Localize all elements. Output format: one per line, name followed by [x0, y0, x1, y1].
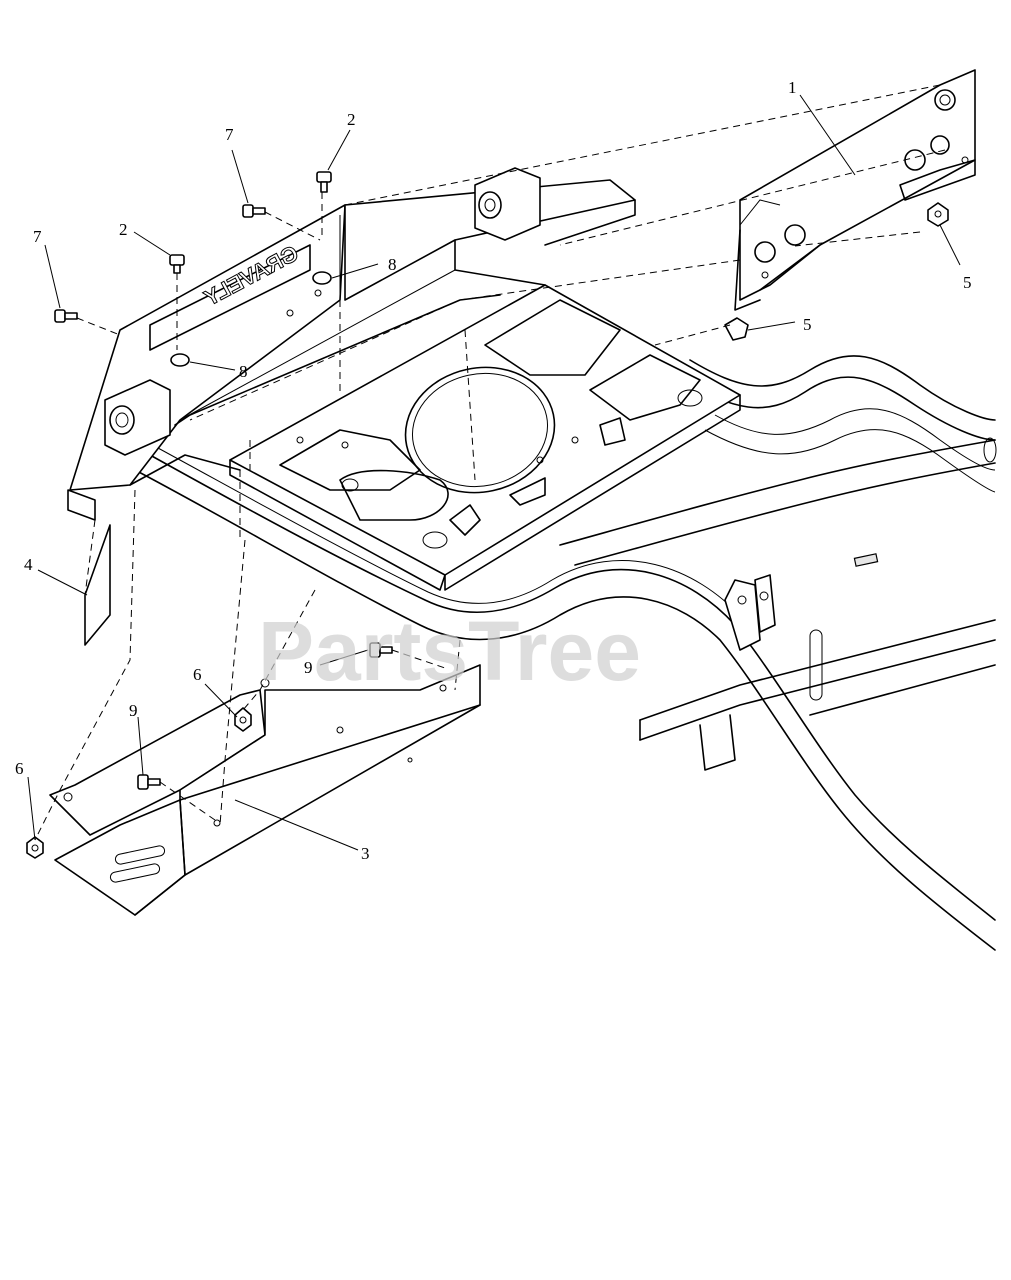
callout-4: 4	[24, 555, 33, 574]
callout-7: 7	[33, 227, 42, 246]
nut-icon	[927, 202, 949, 227]
callout-2: 2	[347, 110, 356, 129]
callout-1: 1	[788, 78, 797, 97]
front-panel: GRAVELY	[67, 167, 636, 521]
deck-plate	[229, 284, 741, 591]
bolt-icon	[316, 171, 332, 193]
callout-8: 8	[239, 362, 248, 381]
callout-6: 6	[15, 759, 24, 778]
callout-2: 2	[119, 220, 128, 239]
nut-icon	[26, 836, 44, 859]
bolt-icon	[169, 254, 185, 274]
callout-9: 9	[304, 658, 313, 677]
nut-icon	[234, 707, 252, 732]
callout-labels: 1 2 2 3 4 5 5 6 6 7 7 8 8 9 9	[15, 78, 972, 863]
side-guard-part-1	[734, 69, 976, 311]
callout-6: 6	[193, 665, 202, 684]
frame-rails	[134, 355, 997, 951]
watermark: PartsTree	[258, 604, 641, 698]
callout-9: 9	[129, 701, 138, 720]
callout-7: 7	[225, 125, 234, 144]
lower-crossmember	[639, 574, 996, 771]
lower-guard-part-3	[49, 664, 481, 916]
callout-5: 5	[963, 273, 972, 292]
plate-part-4	[84, 524, 111, 646]
callout-5: 5	[803, 315, 812, 334]
bolt-icon	[242, 204, 266, 218]
leader-lines	[27, 94, 961, 851]
nut-icon	[724, 317, 749, 341]
callout-8: 8	[388, 255, 397, 274]
callout-3: 3	[361, 844, 370, 863]
bolt-icon	[54, 309, 78, 323]
assembly-lines	[34, 84, 946, 841]
